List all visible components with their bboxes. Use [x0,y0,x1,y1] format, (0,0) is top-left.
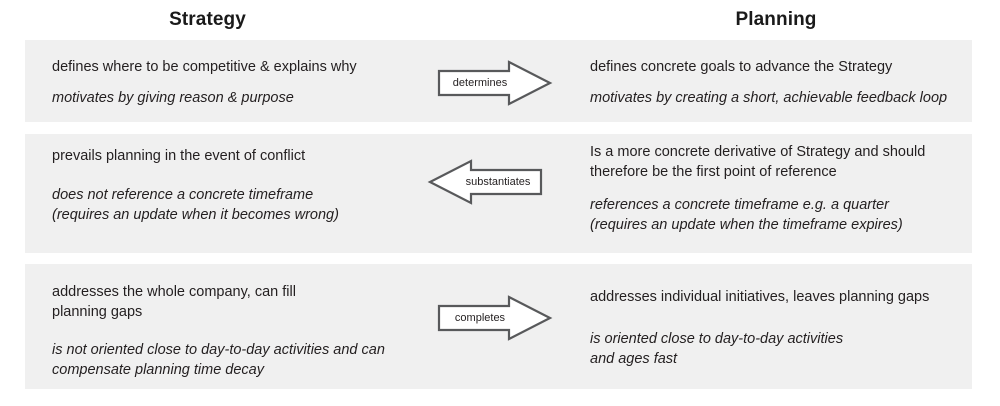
planning-statement: addresses individual initiatives, leaves… [590,289,930,305]
column-header-planning: Planning [735,9,817,30]
relation-arrow-determines: determines [437,60,553,106]
strategy-cell: prevails planning in the event of confli… [25,134,425,253]
strategy-cell: defines where to be competitive & explai… [25,40,425,122]
strategy-statement-italic: motivates by giving reason & purpose [52,90,294,106]
planning-cell-content: addresses individual initiatives, leaves… [590,287,964,369]
strategy-statement: defines where to be competitive & explai… [52,59,357,75]
planning-statement-italic: references a concrete timeframe e.g. a q… [590,197,903,233]
relation-arrow-label: determines [452,77,508,89]
comparison-row: prevails planning in the event of confli… [25,134,972,253]
strategy-statement: prevails planning in the event of confli… [52,148,306,164]
arrow-right-icon [437,295,553,341]
arrow-right-icon [437,60,553,106]
planning-cell-content: Is a more concrete derivative of Strateg… [590,142,964,235]
planning-statement: Is a more concrete derivative of Strateg… [590,144,926,180]
planning-statement: defines concrete goals to advance the St… [590,59,893,75]
planning-cell: defines concrete goals to advance the St… [590,40,972,122]
planning-cell-content: defines concrete goals to advance the St… [590,57,964,108]
column-header-strategy: Strategy [169,9,246,30]
relation-arrow-label: substantiates [465,176,531,188]
strategy-statement: addresses the whole company, can fill pl… [52,284,296,320]
planning-cell: addresses individual initiatives, leaves… [590,264,972,389]
strategy-cell-content: prevails planning in the event of confli… [52,146,417,225]
strategy-statement-italic: is not oriented close to day-to-day acti… [52,342,385,378]
relation-arrow-substantiates: substantiates [427,159,543,205]
planning-statement-italic: motivates by creating a short, achievabl… [590,90,948,106]
strategy-cell-content: defines where to be competitive & explai… [52,57,417,108]
relation-arrow-completes: completes [437,295,553,341]
strategy-cell: addresses the whole company, can fill pl… [25,264,425,389]
planning-cell: Is a more concrete derivative of Strateg… [590,134,972,253]
strategy-statement-italic: does not reference a concrete timeframe … [52,187,339,223]
column-headers: Strategy Planning [0,0,1000,40]
strategy-cell-content: addresses the whole company, can fill pl… [52,282,417,380]
arrow-left-icon [427,159,543,205]
planning-statement-italic: is oriented close to day-to-day activiti… [590,331,844,367]
comparison-row: defines where to be competitive & explai… [25,40,972,122]
relation-arrow-label: completes [454,312,506,324]
